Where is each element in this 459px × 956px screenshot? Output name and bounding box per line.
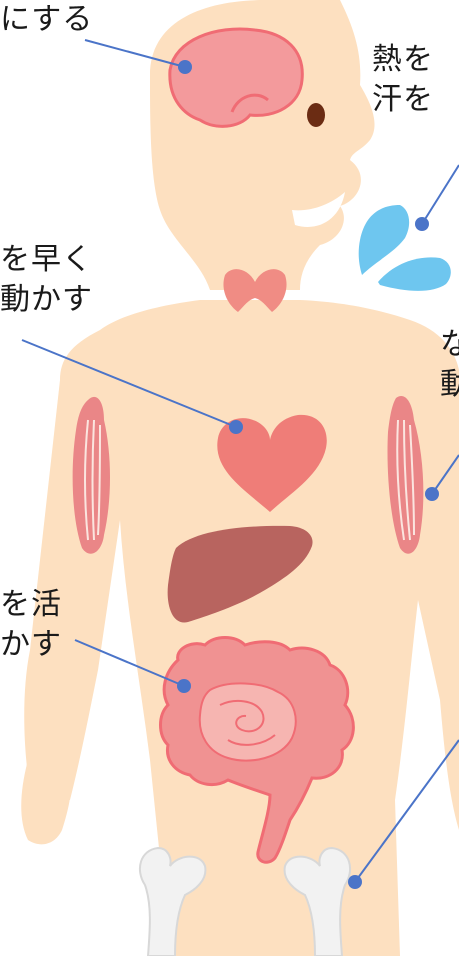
label-muscle-line2: 動 — [440, 365, 459, 405]
label-heart-line1: を早く — [0, 240, 93, 280]
sweat-drop-lower — [378, 257, 451, 291]
dot-brain — [178, 60, 192, 74]
label-intestine: を活 かす — [0, 585, 62, 665]
label-muscle-line1: な — [440, 325, 459, 365]
label-brain-line1: にする — [0, 0, 93, 40]
label-intestine-line2: かす — [0, 625, 62, 665]
label-sweat: 熱を 汗を — [372, 40, 434, 120]
torso-shape — [24, 300, 459, 956]
label-intestine-line1: を活 — [0, 585, 62, 625]
label-sweat-line1: 熱を — [372, 40, 434, 80]
pointer-sweat — [422, 165, 459, 224]
dot-intestine — [177, 679, 191, 693]
dot-muscle — [425, 487, 439, 501]
small-intestine — [200, 683, 296, 760]
label-heart: を早く 動かす — [0, 240, 93, 320]
dot-heart — [229, 420, 243, 434]
label-brain: にする — [0, 0, 93, 40]
eye — [307, 103, 325, 127]
dot-bone — [348, 875, 362, 889]
dot-sweat — [415, 217, 429, 231]
label-heart-line2: 動かす — [0, 280, 93, 320]
label-sweat-line2: 汗を — [372, 80, 434, 120]
label-muscle: な 動 — [440, 325, 459, 405]
